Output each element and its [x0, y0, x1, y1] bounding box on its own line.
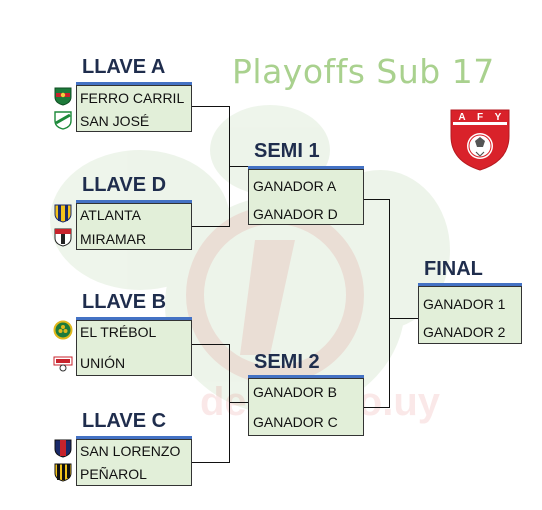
logo-letter-a: A [458, 112, 465, 123]
connector-line [364, 407, 390, 408]
connector-line [364, 199, 390, 200]
llave-d-box [76, 203, 192, 250]
llave-b-box [76, 320, 192, 376]
llave-b-team-2: UNIÓN [80, 355, 126, 371]
final-box [418, 286, 522, 344]
logo-letter-f: F [477, 112, 483, 123]
connector-line [389, 199, 390, 408]
connector-line [192, 462, 230, 463]
llave-a-rule [76, 82, 192, 85]
llave-a-team-2: SAN JOSÉ [80, 113, 150, 129]
afy-logo-icon: A F Y [450, 109, 510, 171]
llave-b-team-1: EL TRÉBOL [80, 324, 157, 340]
llave-d-heading: LLAVE D [82, 174, 167, 196]
llave-c-team-1: SAN LORENZO [80, 443, 181, 459]
llave-c-team-2: PEÑAROL [80, 466, 147, 482]
final-rule [418, 283, 522, 286]
semi-1-slot-2: GANADOR D [253, 206, 338, 222]
semi-2-rule [248, 375, 364, 378]
llave-c-box [76, 439, 192, 486]
llave-d-team-2: MIRAMAR [80, 231, 147, 247]
semi-2-box [248, 378, 364, 436]
semi-1-slot-1: GANADOR A [253, 178, 337, 194]
semi-1-rule [248, 166, 364, 169]
page-title: Playoffs Sub 17 [232, 52, 495, 91]
union-crest-icon [53, 356, 73, 372]
connector-line [229, 344, 230, 463]
san-lorenzo-crest-icon [54, 439, 72, 458]
llave-d-rule [76, 200, 192, 203]
connector-line [192, 344, 230, 345]
llave-c-heading: LLAVE C [82, 410, 167, 432]
atlanta-crest-icon [54, 204, 72, 223]
el-trebol-crest-icon [53, 320, 73, 340]
llave-c-rule [76, 436, 192, 439]
llave-b-rule [76, 317, 192, 320]
semi-1-box [248, 169, 364, 225]
llave-a-box [76, 85, 192, 132]
penarol-crest-icon [54, 463, 72, 482]
connector-line [229, 402, 248, 403]
logo-letter-y: Y [495, 112, 502, 123]
ferro-carril-crest-icon [54, 87, 72, 106]
llave-a-team-1: FERRO CARRIL [80, 90, 185, 106]
llave-d-team-1: ATLANTA [80, 207, 141, 223]
final-heading: FINAL [424, 258, 483, 280]
connector-line [192, 226, 230, 227]
connector-line [229, 166, 248, 167]
final-slot-2: GANADOR 2 [423, 324, 506, 340]
semi-2-slot-2: GANADOR C [253, 414, 338, 430]
llave-a-heading: LLAVE A [82, 56, 166, 78]
connector-line [192, 106, 230, 107]
final-slot-1: GANADOR 1 [423, 296, 506, 312]
connector-line [389, 318, 418, 319]
miramar-crest-icon [54, 228, 72, 247]
semi-1-heading: SEMI 1 [254, 140, 320, 162]
semi-2-slot-1: GANADOR B [253, 384, 338, 400]
san-jose-crest-icon [54, 111, 72, 130]
llave-b-heading: LLAVE B [82, 291, 167, 313]
semi-2-heading: SEMI 2 [254, 351, 320, 373]
